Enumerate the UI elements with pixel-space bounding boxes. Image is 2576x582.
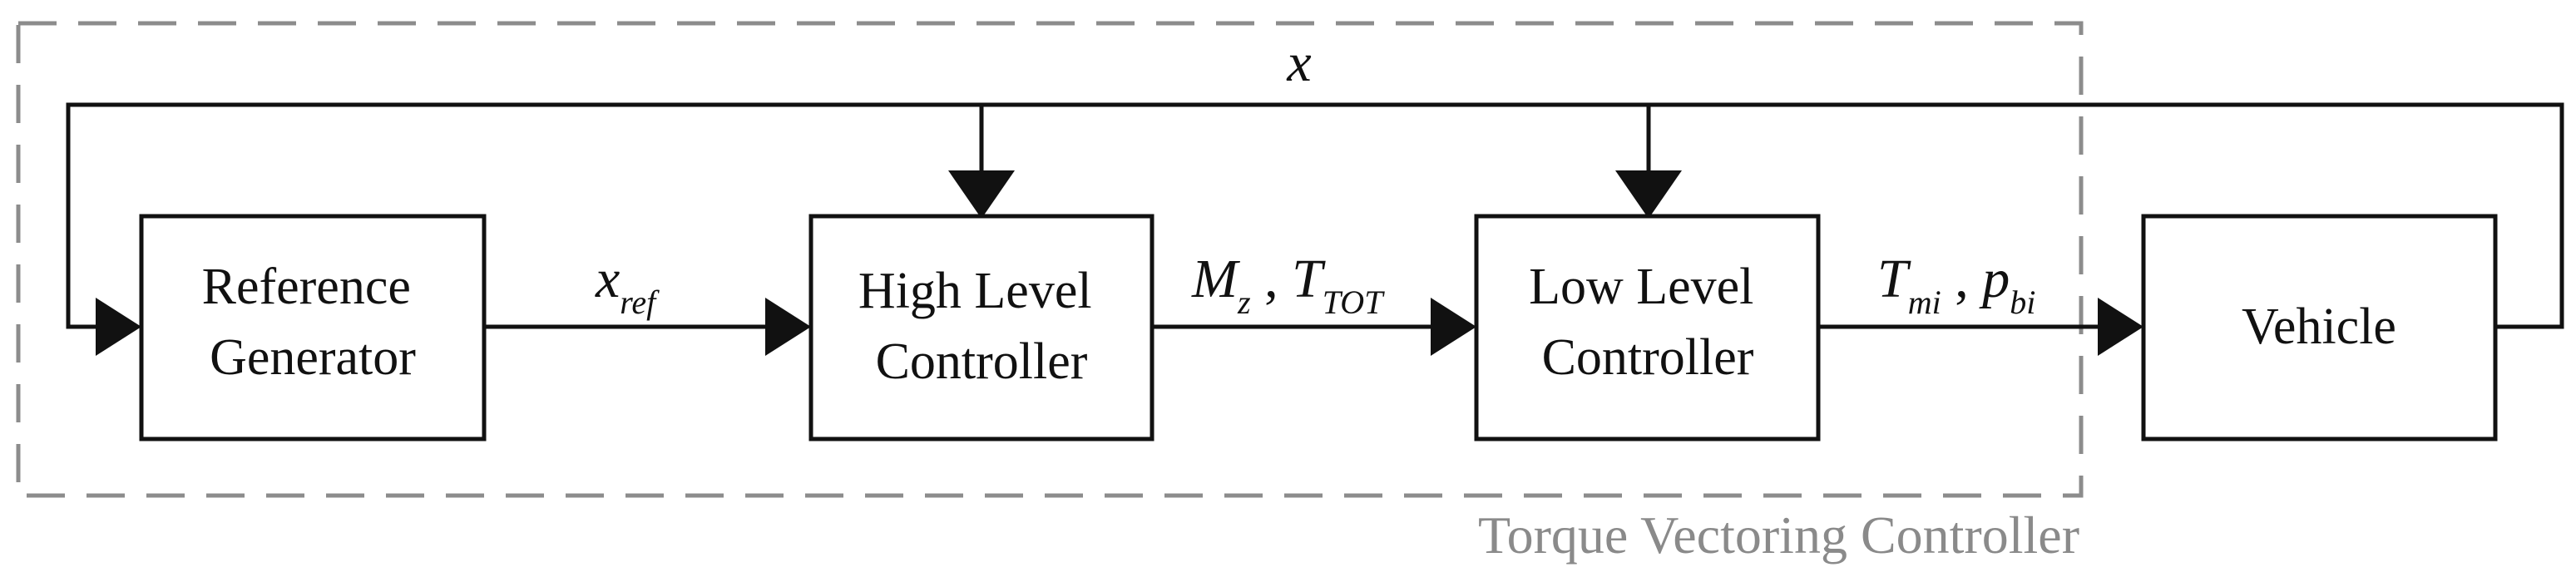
low-level-controller-label: Low Level Controller	[1529, 259, 1767, 386]
ttot-subscript: TOT	[1323, 284, 1385, 321]
mz-base: M	[1191, 249, 1241, 309]
mz-ttot-arrow	[1431, 298, 1476, 356]
feedback-line	[66, 102, 2564, 329]
low-level-controller-label-line-2: Controller	[1542, 329, 1754, 386]
xref-signal-label: xref	[595, 249, 660, 321]
pbi-subscript: bi	[2010, 284, 2035, 321]
tmi-base: T	[1877, 249, 1911, 309]
feedback-arrow-high-level	[948, 170, 1015, 219]
mz-subscript: z	[1237, 284, 1251, 321]
vehicle-block	[2141, 214, 2498, 441]
low-level-controller-block	[1474, 214, 1821, 441]
feedback-arrow-low-level	[1615, 170, 1682, 219]
ttot-base: T	[1292, 249, 1326, 309]
high-level-controller-block	[808, 214, 1155, 441]
xref-arrow	[765, 298, 811, 356]
torque-vectoring-group-border	[16, 21, 2084, 498]
reference-generator-label-line-1: Reference	[202, 259, 411, 315]
vehicle-label: Vehicle	[2242, 298, 2396, 355]
xref-subscript: ref	[620, 284, 660, 321]
reference-generator-block	[139, 214, 487, 441]
tmi-pbi-signal-label: Tmi , pbi	[1877, 249, 2035, 321]
feedback-label: x	[1286, 32, 1311, 93]
torque-vectoring-caption: Torque Vectoring Controller	[1478, 506, 2079, 565]
tmi-pbi-arrow	[2098, 298, 2143, 356]
xref-base: x	[595, 249, 620, 309]
tmi-subscript: mi	[1908, 284, 1941, 321]
mz-ttot-separator: ,	[1251, 249, 1293, 309]
pbi-base: p	[1979, 249, 2010, 309]
reference-generator-label-line-2: Generator	[210, 329, 416, 386]
feedback-arrow-reference	[96, 298, 141, 356]
mz-ttot-signal-label: Mz , TTOT	[1191, 249, 1385, 321]
reference-generator-label: Reference Generator	[202, 259, 424, 386]
high-level-controller-label-line-1: High Level	[858, 263, 1092, 319]
low-level-controller-label-line-1: Low Level	[1529, 259, 1753, 315]
high-level-controller-label: High Level Controller	[858, 263, 1105, 390]
tmi-pbi-separator: ,	[1941, 249, 1983, 309]
high-level-controller-label-line-2: Controller	[876, 333, 1088, 390]
